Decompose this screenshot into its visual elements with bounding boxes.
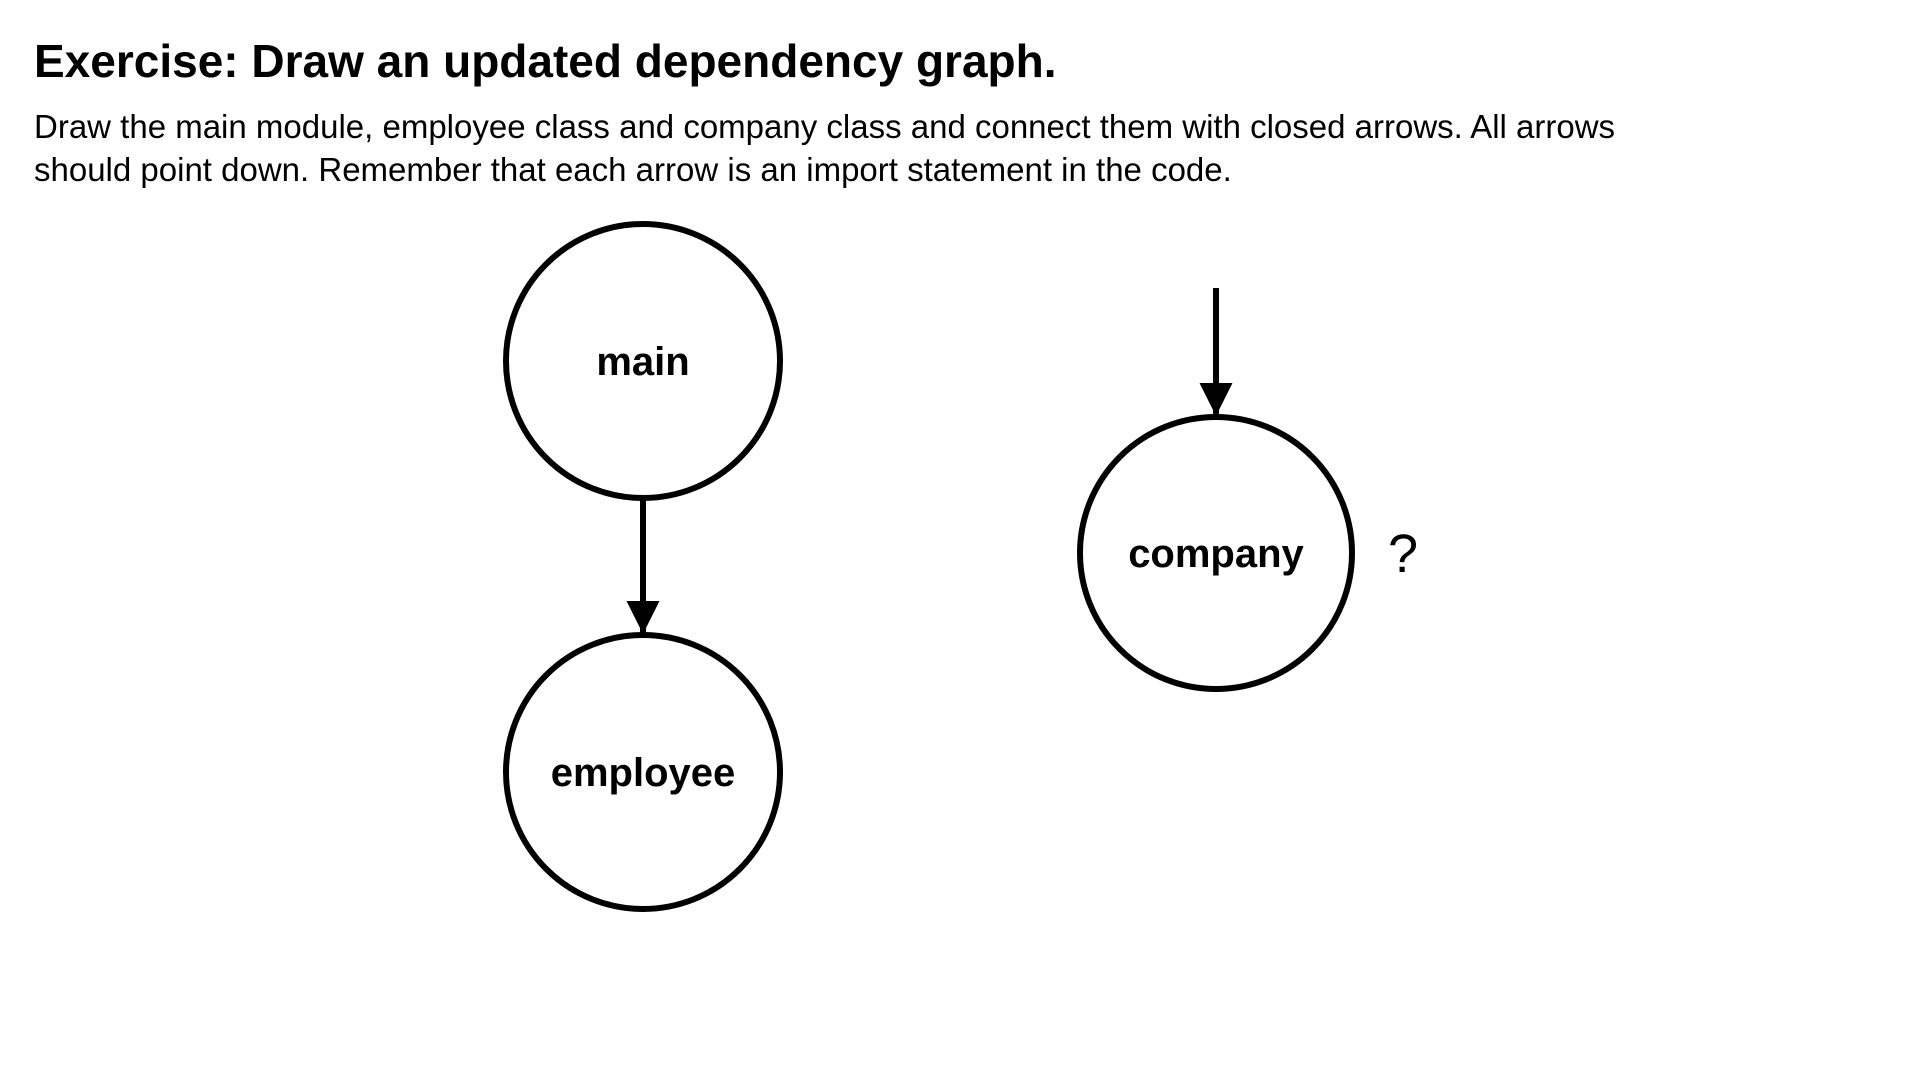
node-main-label: main (596, 340, 689, 384)
node-company-label: company (1128, 532, 1304, 576)
node-company: company (1077, 414, 1355, 692)
node-main: main (503, 221, 783, 501)
unknown-dependency-marker: ? (1388, 524, 1418, 584)
instructions-line-2: should point down. Remember that each ar… (34, 151, 1232, 188)
node-employee: employee (503, 632, 783, 912)
instructions-text: Draw the main module, employee class and… (34, 105, 1874, 191)
node-employee-label: employee (551, 751, 736, 795)
slide-title: Exercise: Draw an updated dependency gra… (34, 35, 1057, 87)
node-company-circle (1077, 414, 1355, 692)
node-main-circle (503, 221, 783, 501)
node-employee-circle (503, 632, 783, 912)
instructions-line-1: Draw the main module, employee class and… (34, 108, 1616, 145)
